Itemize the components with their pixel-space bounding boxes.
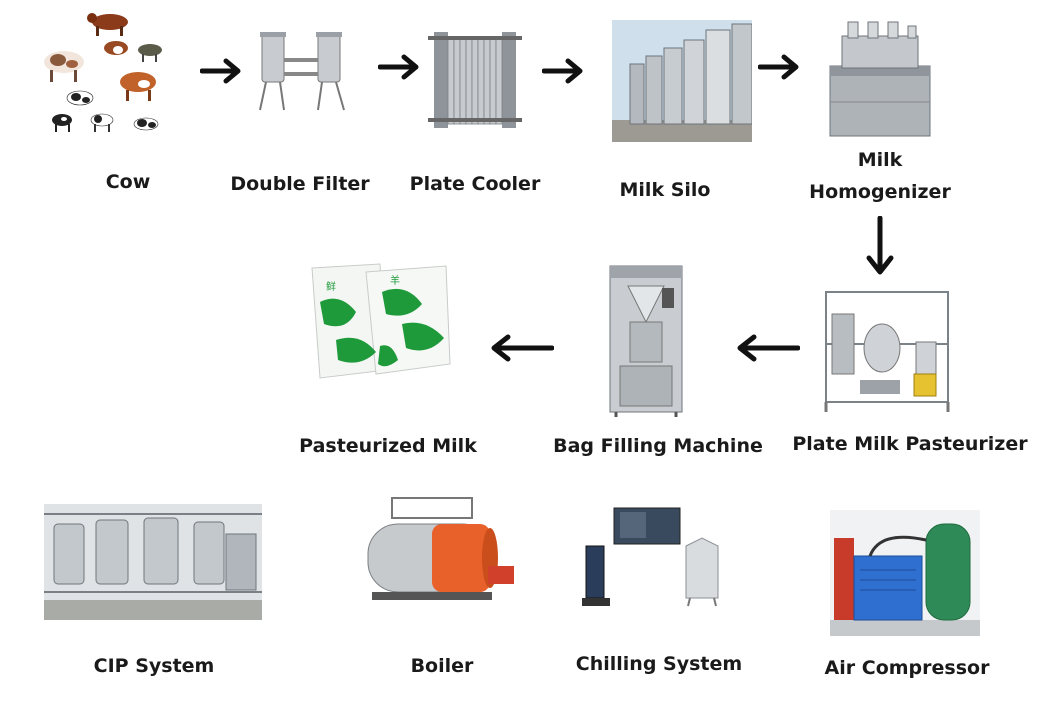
homogenizer-label-line2: Homogenizer: [809, 181, 951, 203]
arrow-down-icon: [866, 216, 894, 276]
double-filter-image: [252, 28, 352, 112]
air-compressor-icon: [830, 510, 980, 636]
chiller-icon: [582, 507, 719, 607]
milk-silo-label: Milk Silo: [619, 179, 711, 201]
chilling-system-image: [582, 506, 734, 610]
arrow-right-icon: [200, 58, 242, 84]
homogenizer-image: [822, 16, 938, 140]
cow-herd-icon: [44, 13, 162, 132]
pasteurizer-image: [820, 284, 954, 414]
arrow-left-icon: [736, 334, 800, 362]
pasteurized-milk-label: Pasteurized Milk: [299, 435, 477, 457]
arrow-right-icon: [758, 54, 800, 80]
bag-filling-label: Bag Filling Machine: [553, 435, 763, 457]
bag-filling-machine-icon: [609, 265, 683, 417]
boiler-icon: [367, 497, 514, 600]
svg-text:羊: 羊: [390, 274, 400, 287]
cow-label: Cow: [105, 171, 151, 193]
chilling-system-label: Chilling System: [575, 653, 743, 675]
homogenizer-label-line1: Milk: [857, 149, 903, 171]
arrow-left-icon: [490, 334, 554, 362]
milk-silo-icon: [612, 20, 752, 142]
homogenizer-icon: [829, 21, 931, 137]
plate-cooler-icon: [428, 32, 522, 128]
cow-herd-image: [38, 6, 173, 138]
milk-bag-icon: 鲜 羊: [311, 263, 451, 379]
pasteurizer-icon: [824, 291, 950, 412]
pasteurizer-label: Plate Milk Pasteurizer: [792, 433, 1028, 455]
air-compressor-label: Air Compressor: [824, 657, 990, 679]
arrow-right-icon: [378, 54, 420, 80]
plate-cooler-image: [428, 28, 522, 132]
boiler-image: [362, 496, 522, 610]
svg-text:鲜: 鲜: [326, 280, 336, 293]
arrow-right-icon: [542, 58, 584, 84]
plate-cooler-label: Plate Cooler: [409, 173, 541, 195]
bag-filling-image: [600, 262, 692, 418]
double-filter-icon: [259, 32, 345, 111]
cip-system-image: [44, 504, 262, 620]
double-filter-label: Double Filter: [230, 173, 370, 195]
cip-tanks-icon: [44, 504, 262, 620]
boiler-label: Boiler: [410, 655, 474, 677]
milk-silo-image: [612, 20, 752, 142]
milk-bag-image: 鲜 羊: [306, 262, 454, 384]
cip-system-label: CIP System: [93, 655, 215, 677]
air-compressor-image: [830, 510, 980, 636]
